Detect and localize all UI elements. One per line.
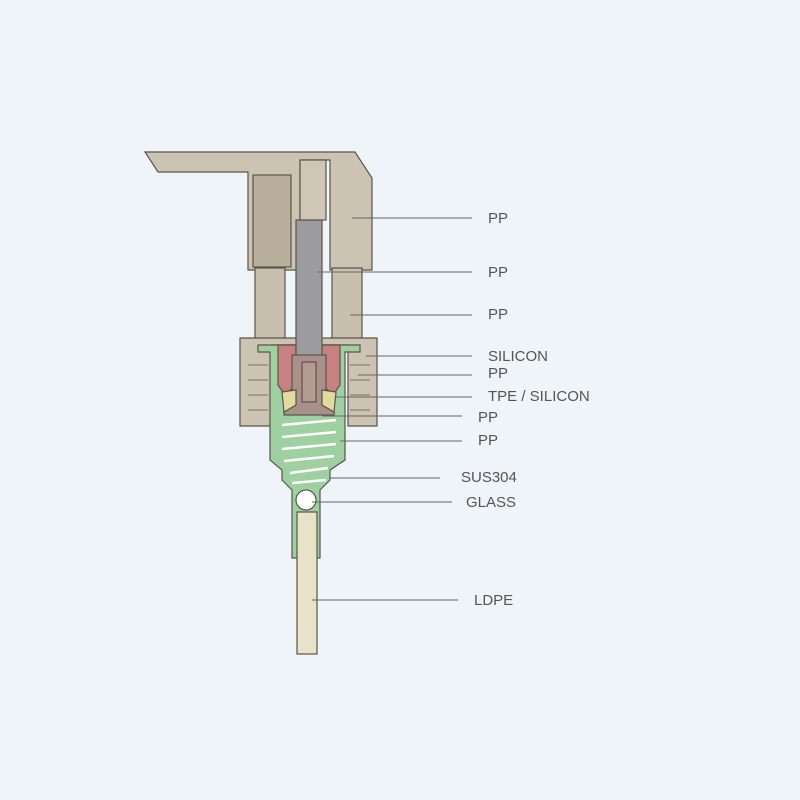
tpe-seal [281, 389, 337, 413]
label-ball: GLASS [466, 494, 517, 511]
label-housing: PP [478, 432, 499, 449]
leader-lines [312, 217, 472, 601]
spring [281, 418, 337, 485]
label-stem: PP [488, 264, 509, 281]
actuator-window [252, 174, 292, 268]
label-closure: PP [488, 365, 509, 382]
label-actuator: PP [488, 210, 509, 227]
glass-ball [295, 489, 317, 511]
label-gasket: SILICON [488, 348, 549, 365]
stem [295, 219, 323, 361]
label-spring: SUS304 [461, 469, 517, 486]
label-piston: PP [478, 409, 499, 426]
label-lock-collar: PP [488, 306, 509, 323]
label-seal: TPE / SILICON [488, 388, 590, 405]
label-dip-tube: LDPE [474, 592, 514, 609]
dip-tube [296, 511, 318, 655]
